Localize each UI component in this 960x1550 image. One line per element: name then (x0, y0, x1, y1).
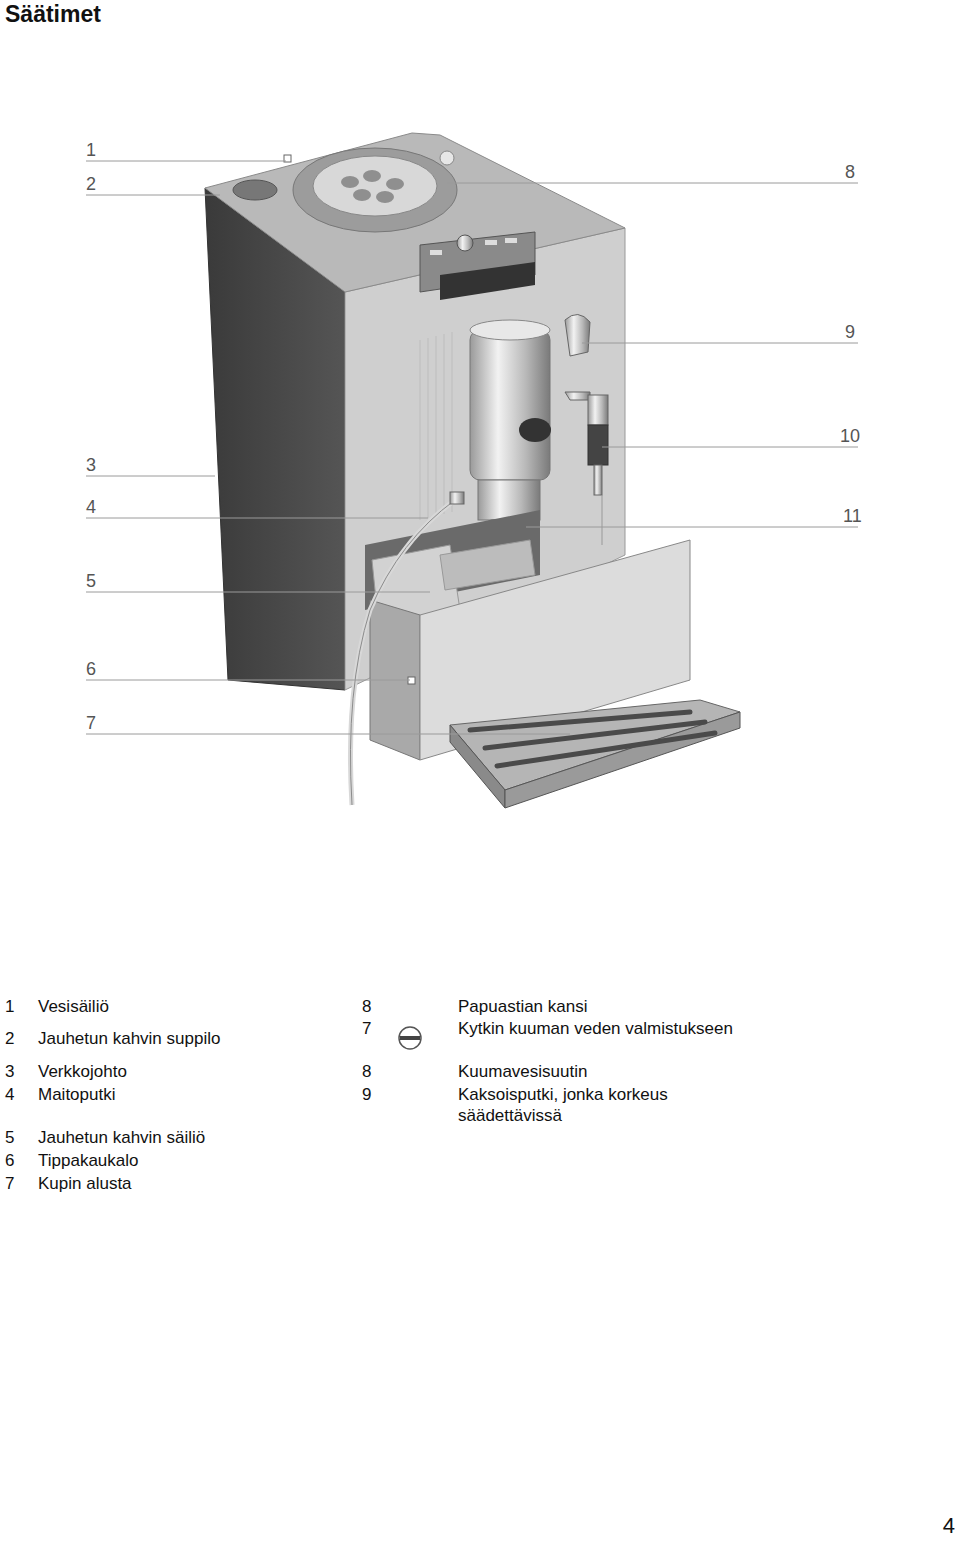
list-number: 3 (5, 1061, 14, 1082)
list-number: 8 (362, 996, 371, 1017)
list-number: 2 (5, 1028, 14, 1049)
callout-number: 6 (86, 658, 96, 681)
part-name: Jauhetun kahvin säiliö (38, 1127, 205, 1148)
callout-number: 4 (86, 496, 96, 519)
part-name: Kupin alusta (38, 1173, 132, 1194)
callout-number: 11 (843, 505, 862, 528)
callout-number: 7 (86, 712, 96, 735)
part-name: Kytkin kuuman veden valmistukseen (458, 1018, 733, 1039)
part-name: Papuastian kansi (458, 996, 587, 1017)
page-number: 4 (943, 1512, 955, 1540)
list-number: 7 (362, 1018, 371, 1039)
part-name: Vesisäiliö (38, 996, 109, 1017)
list-number: 1 (5, 996, 14, 1017)
part-name: Verkkojohto (38, 1061, 127, 1082)
callout-number: 1 (86, 139, 96, 162)
list-number: 6 (5, 1150, 14, 1171)
page-title: Säätimet (5, 0, 101, 29)
part-name: Tippakaukalo (38, 1150, 139, 1171)
callout-number: 3 (86, 454, 96, 477)
callout-number: 2 (86, 173, 96, 196)
callout-number: 8 (845, 161, 855, 184)
list-number: 9 (362, 1084, 371, 1105)
list-number: 8 (362, 1061, 371, 1082)
list-number: 5 (5, 1127, 14, 1148)
callout-number: 10 (840, 425, 860, 448)
callout-number: 9 (845, 321, 855, 344)
list-number: 4 (5, 1084, 14, 1105)
list-number: 7 (5, 1173, 14, 1194)
part-name: Jauhetun kahvin suppilo (38, 1028, 220, 1049)
part-name: Kaksoisputki, jonka korkeus säädettäviss… (458, 1084, 708, 1127)
part-name: Kuumavesisuutin (458, 1061, 587, 1082)
callout-number: 5 (86, 570, 96, 593)
part-name: Maitoputki (38, 1084, 115, 1105)
